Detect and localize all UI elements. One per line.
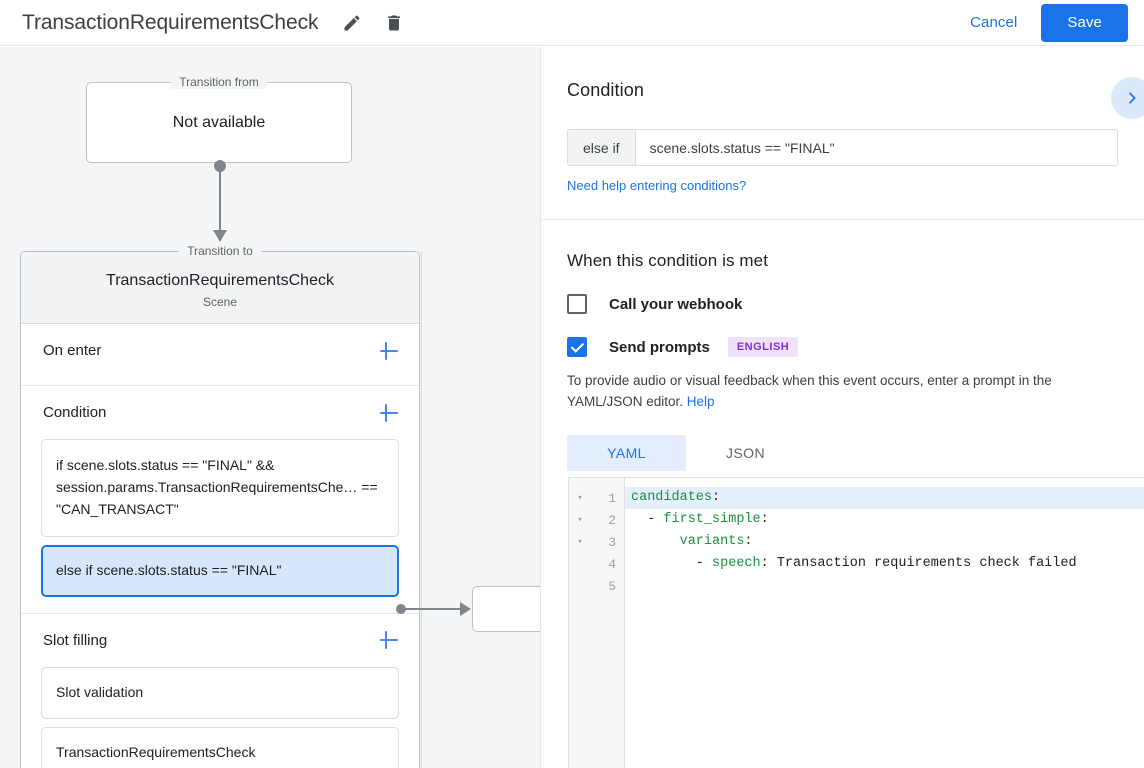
section-header-condition: Condition bbox=[21, 386, 419, 439]
section-title-on-enter: On enter bbox=[43, 342, 102, 359]
send-prompts-checkbox-label: Send prompts bbox=[609, 338, 710, 356]
line-number: 1 bbox=[608, 490, 616, 506]
transition-from-value: Not available bbox=[172, 113, 266, 131]
code-indent bbox=[631, 534, 680, 549]
fold-arrow-icon[interactable]: ▾ bbox=[577, 537, 583, 547]
plus-icon-on-enter[interactable] bbox=[377, 339, 401, 363]
canvas-guide-line bbox=[421, 251, 422, 768]
code-line: variants: bbox=[625, 531, 1144, 553]
line-number: 3 bbox=[608, 534, 616, 550]
when-condition-met-section: When this condition is met Call your web… bbox=[541, 220, 1144, 471]
chevron-right-icon-glyph bbox=[1129, 92, 1136, 104]
code-indent: - bbox=[631, 512, 664, 527]
gutter-line: ▾1 bbox=[569, 487, 624, 509]
code-rest: : bbox=[760, 512, 769, 527]
help-link[interactable]: Help bbox=[686, 393, 715, 409]
slot-filling-item[interactable]: TransactionRequirementsCheck bbox=[41, 726, 399, 768]
section-divider bbox=[541, 219, 1144, 220]
slot-filling-item[interactable]: Slot validation bbox=[41, 666, 399, 719]
transition-from-node[interactable]: Transition from Not available bbox=[86, 75, 352, 163]
condition-help-link[interactable]: Need help entering conditions? bbox=[567, 178, 747, 193]
section-header-slot-filling: Slot filling bbox=[21, 614, 419, 667]
cancel-button[interactable]: Cancel bbox=[956, 6, 1031, 39]
gutter-line: 4 bbox=[569, 553, 624, 575]
code-rest: : bbox=[744, 534, 753, 549]
save-button[interactable]: Save bbox=[1041, 3, 1128, 42]
section-condition: Condition if scene.slots.status == "FINA… bbox=[21, 386, 419, 614]
code-key: variants bbox=[679, 534, 745, 549]
transition-from-legend: Transition from bbox=[171, 75, 267, 89]
connector-arrowhead bbox=[460, 602, 471, 616]
scene-card-header: Transition to TransactionRequirementsChe… bbox=[21, 244, 419, 324]
line-number: 4 bbox=[608, 556, 616, 572]
pencil-icon-glyph bbox=[344, 14, 360, 30]
language-badge: ENGLISH bbox=[727, 337, 799, 357]
panel-divider bbox=[540, 47, 541, 768]
flow-connector-arrow bbox=[213, 160, 227, 242]
line-number: 2 bbox=[608, 512, 616, 528]
editor-gutter: ▾1 ▾2 ▾3 4 5 bbox=[569, 478, 625, 768]
app-header: TransactionRequirementsCheck Cancel Save bbox=[0, 0, 1144, 46]
condition-prefix-label: else if bbox=[568, 130, 636, 165]
description-text: To provide audio or visual feedback when… bbox=[567, 373, 1052, 409]
fold-arrow-icon[interactable]: ▾ bbox=[577, 493, 583, 503]
gutter-line: ▾2 bbox=[569, 509, 624, 531]
send-prompts-checkbox[interactable] bbox=[567, 337, 587, 357]
code-key: first_simple bbox=[663, 512, 761, 527]
section-header-on-enter: On enter bbox=[21, 324, 419, 377]
code-key: candidates bbox=[631, 490, 713, 505]
code-line: - first_simple: bbox=[625, 509, 1144, 531]
code-line bbox=[625, 575, 1144, 597]
section-title-slot-filling: Slot filling bbox=[43, 631, 108, 649]
code-line: - speech: Transaction requirements check… bbox=[625, 553, 1144, 575]
code-rest: : bbox=[712, 490, 721, 505]
section-on-enter: On enter bbox=[21, 324, 419, 386]
when-condition-met-title: When this condition is met bbox=[567, 251, 769, 270]
condition-input[interactable] bbox=[635, 130, 1117, 165]
plus-icon-condition[interactable] bbox=[377, 401, 401, 425]
line-number: 5 bbox=[608, 578, 616, 594]
send-prompts-checkbox-row[interactable]: Send prompts ENGLISH bbox=[567, 337, 1118, 357]
scene-card[interactable]: Transition to TransactionRequirementsChe… bbox=[20, 244, 420, 768]
condition-item[interactable]: if scene.slots.status == "FINAL" && sess… bbox=[41, 439, 399, 537]
chevron-right-icon[interactable] bbox=[1111, 77, 1144, 119]
gutter-line: ▾3 bbox=[569, 531, 624, 553]
section-slot-filling: Slot filling Slot validation Transaction… bbox=[21, 614, 419, 768]
editor-format-tabs: YAML JSON bbox=[567, 434, 1118, 471]
scene-name: TransactionRequirementsCheck bbox=[106, 272, 334, 289]
condition-input-row[interactable]: else if bbox=[567, 129, 1118, 166]
connector-dot bbox=[396, 604, 406, 614]
webhook-checkbox[interactable] bbox=[567, 294, 587, 314]
yaml-editor[interactable]: ▾1 ▾2 ▾3 4 5 candidates: - first_simple:… bbox=[568, 477, 1144, 768]
page-title: TransactionRequirementsCheck bbox=[22, 10, 319, 34]
tab-yaml[interactable]: YAML bbox=[567, 434, 686, 471]
pencil-icon[interactable] bbox=[338, 9, 366, 37]
scene-type: Scene bbox=[202, 295, 238, 309]
target-node-stub[interactable] bbox=[472, 586, 540, 632]
flow-canvas[interactable]: Transition from Not available Transition… bbox=[0, 47, 540, 768]
condition-section-title: Condition bbox=[567, 80, 644, 100]
code-rest: : Transaction requirements check failed bbox=[760, 556, 1077, 571]
send-prompts-description: To provide audio or visual feedback when… bbox=[567, 371, 1118, 413]
gutter-line: 5 bbox=[569, 575, 624, 597]
code-indent: - bbox=[631, 556, 713, 571]
trash-icon-glyph bbox=[388, 15, 401, 30]
webhook-checkbox-label: Call your webhook bbox=[609, 295, 743, 313]
code-key: speech bbox=[712, 556, 761, 571]
code-line: candidates: bbox=[625, 487, 1144, 509]
condition-item-selected[interactable]: else if scene.slots.status == "FINAL" bbox=[41, 544, 399, 597]
section-title-condition: Condition bbox=[43, 404, 107, 421]
transition-to-legend: Transition to bbox=[179, 244, 261, 258]
trash-icon[interactable] bbox=[380, 9, 408, 37]
webhook-checkbox-row[interactable]: Call your webhook bbox=[567, 294, 1118, 314]
plus-icon-slot-filling[interactable] bbox=[377, 628, 401, 652]
fold-arrow-icon[interactable]: ▾ bbox=[577, 515, 583, 525]
details-panel: Condition else if Need help entering con… bbox=[541, 47, 1144, 768]
tab-json[interactable]: JSON bbox=[726, 444, 765, 461]
editor-code-area[interactable]: candidates: - first_simple: variants: - … bbox=[625, 478, 1144, 768]
condition-section: Condition else if Need help entering con… bbox=[541, 47, 1144, 219]
connector-line bbox=[405, 608, 462, 610]
